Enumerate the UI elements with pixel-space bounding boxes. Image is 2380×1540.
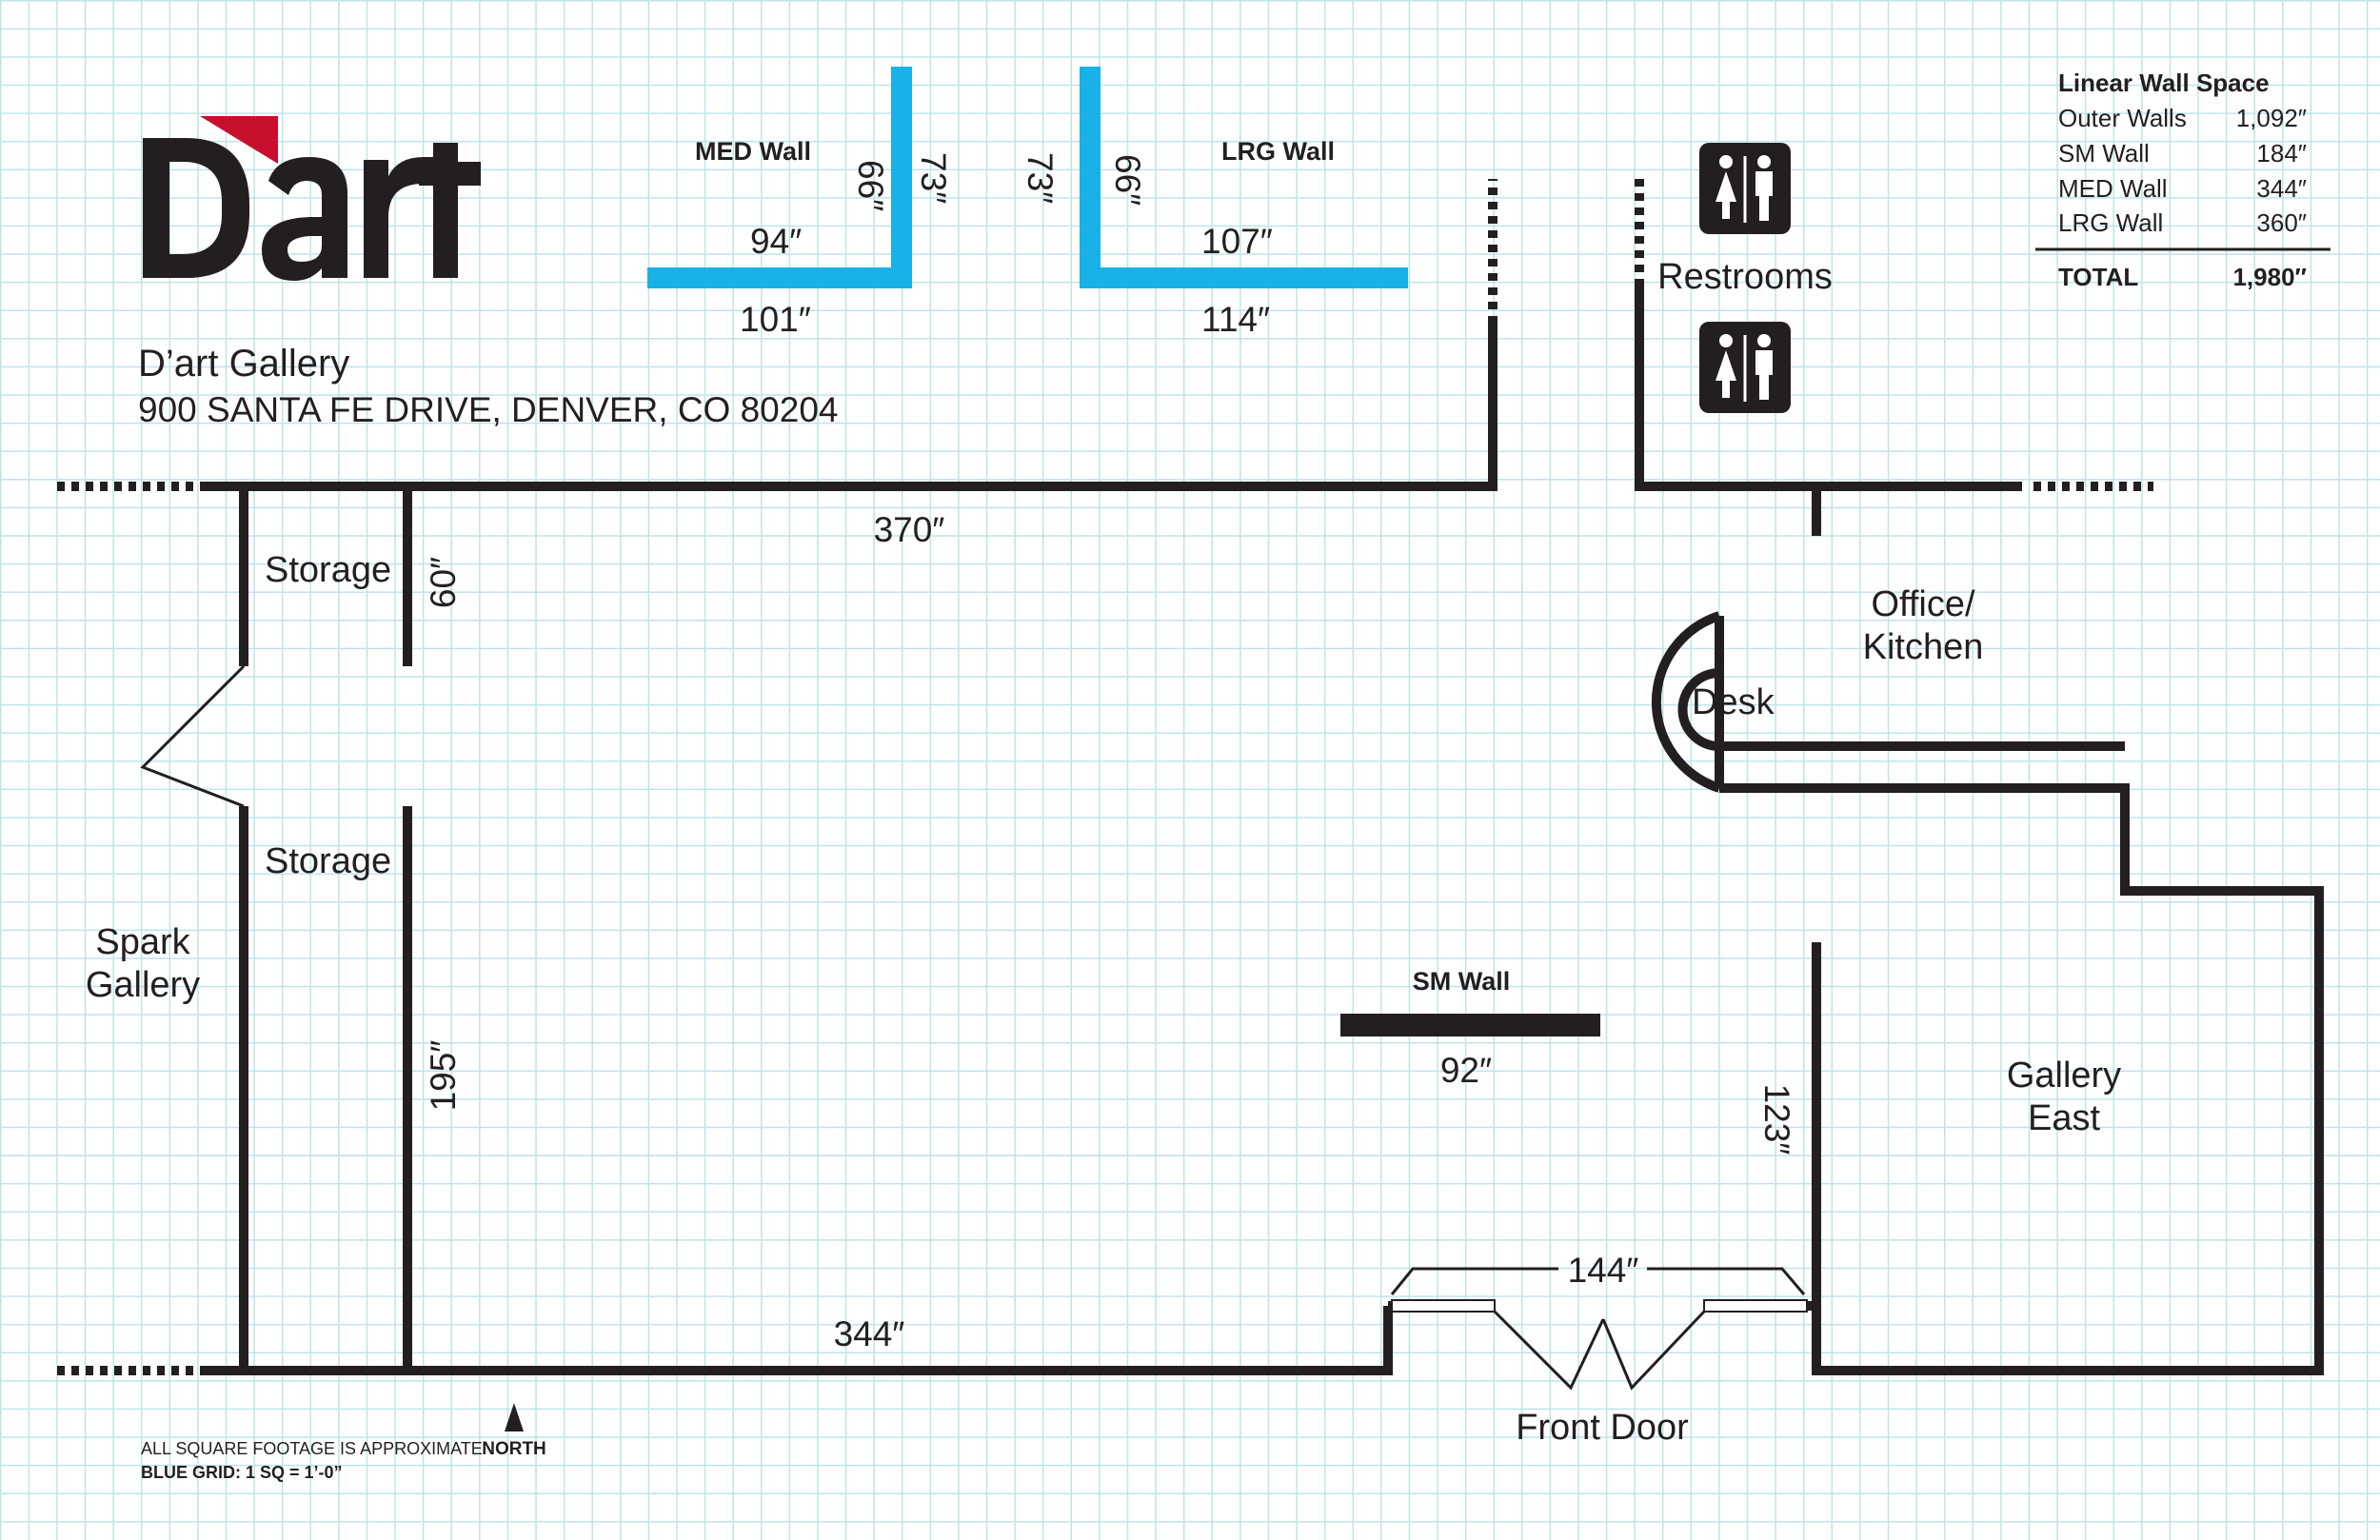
restroom-icon — [1699, 143, 1791, 234]
desk-curve — [1651, 611, 1721, 793]
north-arrow-icon — [505, 1403, 524, 1431]
front-door-label: Front Door — [1516, 1408, 1689, 1448]
med-wall-outer-vertical: 73″ — [914, 152, 953, 204]
front-door-swing — [1601, 1310, 1706, 1391]
restrooms-label: Restrooms — [1657, 257, 1833, 297]
med-wall-shape — [647, 67, 912, 288]
med-wall-title: MED Wall — [695, 137, 811, 166]
med-wall-inner-vertical: 66″ — [851, 160, 890, 211]
restroom-wall — [1635, 286, 2022, 491]
east-partition-dimension: 123″ — [1757, 1084, 1796, 1155]
lrg-wall-shape — [1080, 67, 1408, 288]
logo-a — [262, 157, 347, 281]
spark-gallery-label-line1: Spark — [95, 922, 190, 962]
summary-total-value: 1,980″ — [2232, 263, 2307, 291]
logo — [143, 116, 481, 281]
storage-partition-dimension: 60″ — [424, 557, 463, 608]
summary-total-label: TOTAL — [2058, 263, 2138, 291]
summary-row-value: 344″ — [2256, 174, 2307, 203]
med-wall-outer-horizontal: 101″ — [740, 300, 811, 339]
walls — [57, 179, 2324, 1391]
front-door-swing — [1493, 1310, 1605, 1391]
spark-gallery-label-line2: Gallery — [86, 965, 200, 1005]
lrg-wall-inner-horizontal: 107″ — [1201, 222, 1273, 261]
entry-window — [1391, 1299, 1496, 1313]
restroom-icon — [1699, 322, 1791, 413]
desk-inner-curve — [1677, 668, 1720, 751]
grid-scale-note: BLUE GRID: 1 SQ = 1’-0” — [141, 1463, 343, 1482]
east-wing-wall — [1719, 783, 2324, 1375]
sm-wall-title: SM Wall — [1413, 967, 1511, 996]
storage-top-label: Storage — [265, 550, 391, 590]
gallery-address: 900 SANTA FE DRIVE, DENVER, CO 80204 — [138, 390, 838, 429]
south-wall-dimension: 344″ — [834, 1314, 905, 1353]
logo-r — [364, 157, 433, 278]
desk-label: Desk — [1692, 682, 1775, 722]
entry-dimension: 144″ — [1568, 1251, 1639, 1290]
summary-row-value: 360″ — [2256, 208, 2307, 237]
storage-bottom-label: Storage — [265, 841, 391, 881]
lrg-wall-inner-vertical: 66″ — [1108, 154, 1147, 206]
summary-row-label: MED Wall — [2058, 174, 2168, 203]
summary-row-label: LRG Wall — [2058, 208, 2163, 237]
lrg-wall-outer-vertical: 73″ — [1021, 152, 1060, 204]
summary-row-value: 1,092″ — [2236, 104, 2307, 132]
gallery-east-label-line1: Gallery — [2007, 1056, 2121, 1096]
wall-space-summary: Linear Wall Space Outer Walls 1,092″ SM … — [2035, 69, 2330, 291]
entry-window — [1703, 1299, 1808, 1313]
north-wall-dimension: 370″ — [874, 510, 945, 549]
entry-dimension-line — [1647, 1267, 1806, 1295]
lrg-wall-title: LRG Wall — [1221, 137, 1335, 166]
square-footage-note: ALL SQUARE FOOTAGE IS APPROXIMATE — [141, 1439, 483, 1458]
south-wall — [200, 1306, 1393, 1375]
med-wall-inner-horizontal: 94″ — [750, 222, 802, 261]
sm-wall-dimension: 92″ — [1440, 1051, 1492, 1090]
lrg-wall-outer-horizontal: 114″ — [1201, 300, 1270, 339]
summary-heading: Linear Wall Space — [2058, 69, 2270, 97]
office-kitchen-label-line1: Office/ — [1871, 584, 1975, 624]
door-swing — [140, 664, 246, 808]
med-wall-diagram: MED Wall 94″ 101″ 66″ 73″ — [647, 67, 953, 339]
summary-row-value: 184″ — [2256, 139, 2307, 168]
logo-apostrophe — [200, 116, 278, 164]
office-kitchen-label-line2: Kitchen — [1863, 627, 1984, 667]
gallery-name: D’art Gallery — [138, 343, 349, 385]
lrg-wall-diagram: LRG Wall 107″ 114″ 73″ 66″ — [1021, 67, 1408, 339]
gallery-east-label-line2: East — [2028, 1098, 2100, 1138]
logo-t — [419, 143, 481, 278]
summary-row-label: SM Wall — [2058, 139, 2150, 168]
logo-d — [143, 138, 249, 278]
entry-dimension-line — [1390, 1267, 1558, 1295]
north-label: NORTH — [482, 1439, 546, 1459]
west-partition-dimension: 195″ — [424, 1040, 463, 1112]
summary-row-label: Outer Walls — [2058, 104, 2187, 132]
north-wall — [200, 324, 1497, 491]
